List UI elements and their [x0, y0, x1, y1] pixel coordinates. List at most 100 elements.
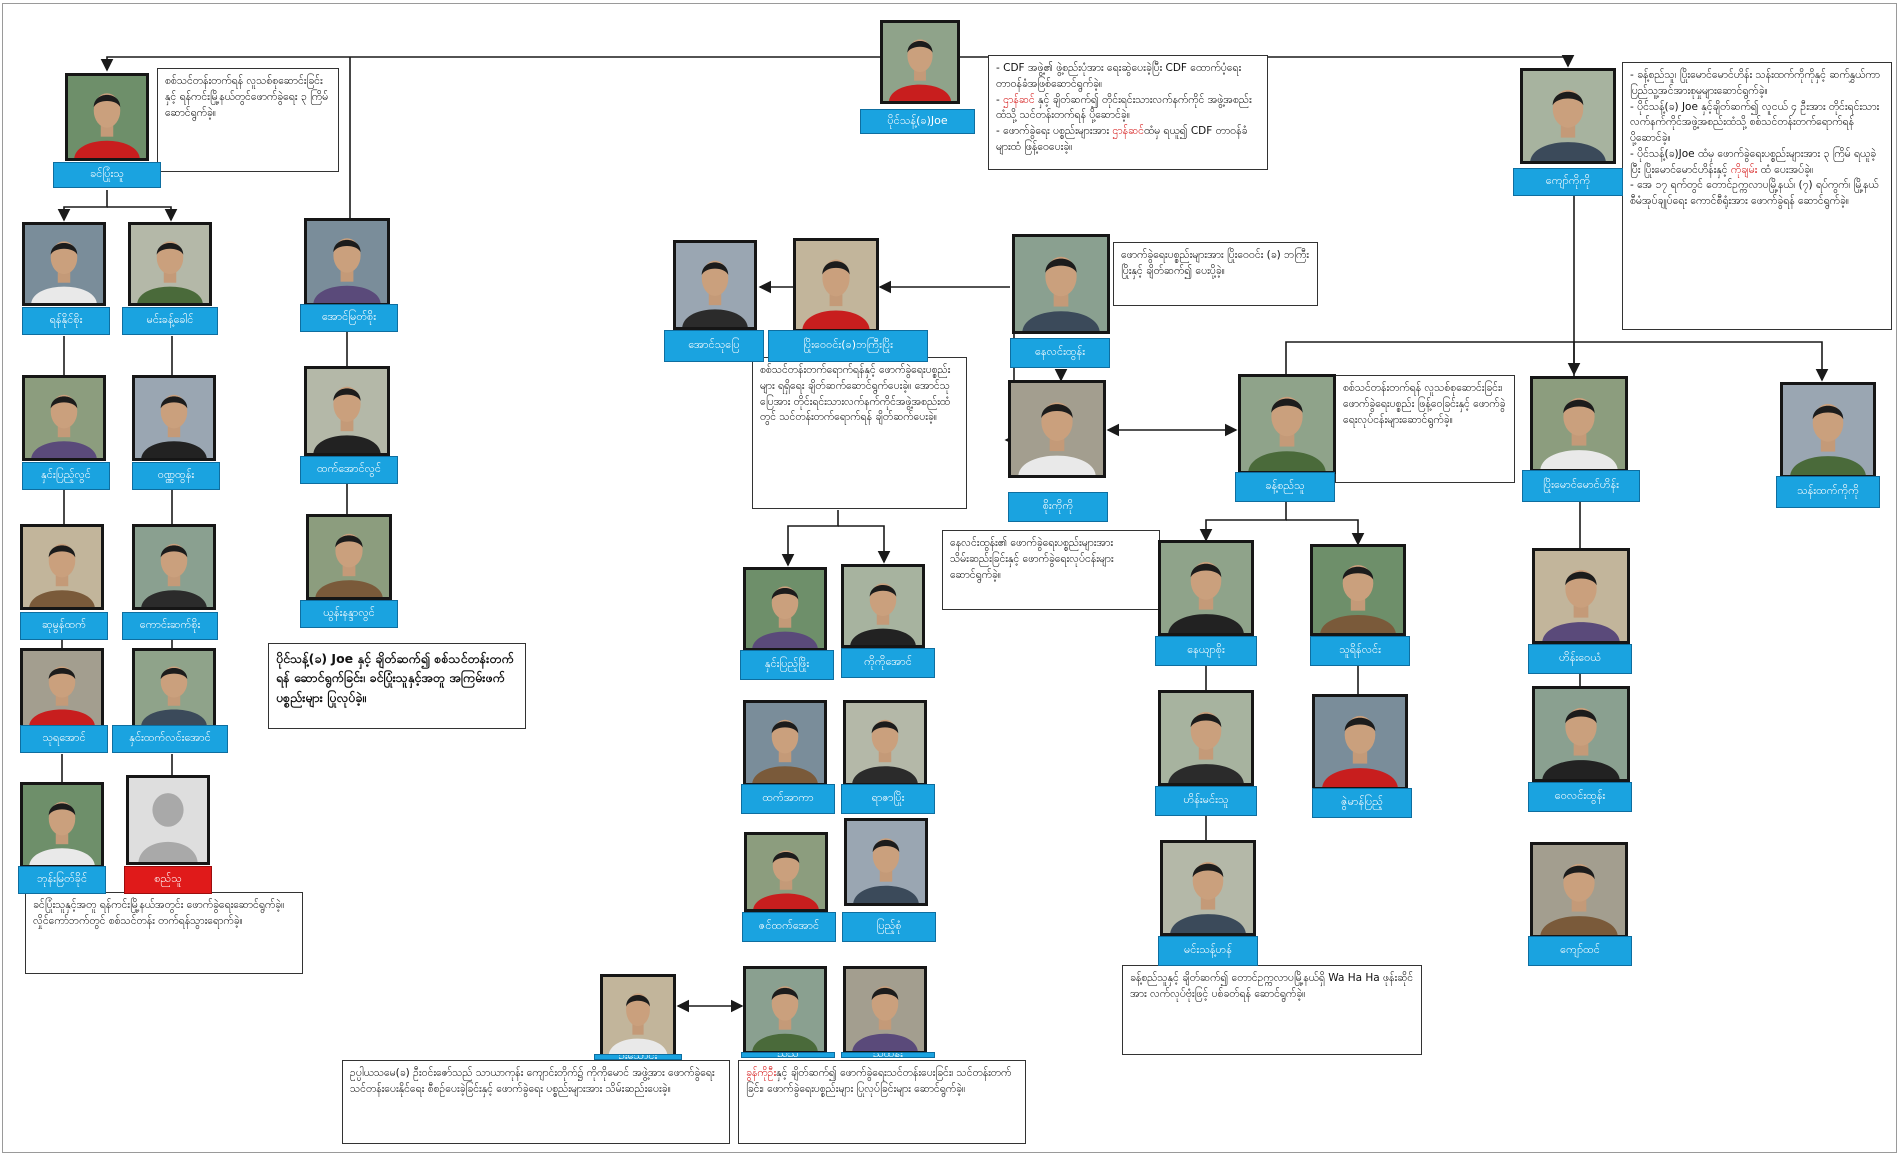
person-name-label: ကိုကိုအောင် — [841, 648, 935, 678]
person-photo — [22, 375, 106, 461]
note-text: စစ်သင်တန်းတက်ရန် လူသစ်စုဆောင်းခြင်း၊ ဖော… — [1343, 382, 1506, 426]
person-photo — [844, 818, 928, 906]
person-name-label: နှင်းထက်လင်းအောင် — [112, 725, 228, 753]
person-name-label: ပြည့်စုံ — [842, 912, 936, 942]
note-text: - CDF အဖွဲ့၏ ဖွဲ့စည်းပုံအား ရေးဆွဲပေးခဲ့… — [996, 62, 1242, 90]
note-text: ထံ ပေးအပ်ခဲ့။ — [1757, 163, 1814, 176]
person-photo — [1238, 374, 1336, 474]
person-photo — [743, 700, 827, 786]
person-photo — [1530, 842, 1628, 938]
note-naylinhtun: နေလင်းထွန်း၏ ဖောက်ခွဲရေးပစ္စည်းများအား သ… — [942, 530, 1160, 610]
person-name-label: နေလင်းထွန်း — [1010, 338, 1110, 368]
person-name-label: နေယျာစိုး — [1155, 636, 1257, 666]
note-khin-group: ခင်ပြုံးသူနှင့်အတူ ရန်ကင်းမြို့နယ်အတွင်း… — [25, 892, 303, 974]
person-photo — [841, 564, 925, 648]
person-photo — [843, 700, 927, 786]
person-name-label: ဦးသောင်း — [594, 1054, 682, 1060]
person-name-label: ကောင်းဆက်စိုး — [122, 612, 218, 640]
connector-line — [781, 510, 839, 567]
person-photo — [20, 524, 104, 610]
person-name-label: ဟိန်းဝေယံ — [1528, 644, 1632, 674]
person-photo — [1532, 548, 1630, 644]
person-photo — [600, 974, 676, 1058]
person-name-label: မင်းသန့်ဟန် — [1158, 936, 1258, 966]
person-name-label: ပိုင်သန့်(ခ)Joe — [860, 109, 975, 134]
person-name-label: ပြိုးဝေဝင်း(ခ)ဘကြီးပြိုး — [768, 330, 928, 362]
connector-line — [838, 525, 891, 564]
connector-line — [1286, 519, 1365, 546]
note-text: နှင့် ချိတ်ဆက်၍ ဖောက်ခွဲရေးသင်တန်းပေးခြင… — [746, 1067, 1012, 1095]
note-highlight: ဌာန်ဆင် — [1003, 93, 1035, 106]
person-name-label: ပြိုးမောင်မောင်ဟိန်း — [1522, 470, 1640, 502]
note-kyawkoko: - ခန့်စည်သူ၊ ပြိုးမောင်မောင်ဟိန်း သန်းထက… — [1622, 62, 1892, 330]
connector-line — [1199, 502, 1287, 542]
person-photo — [1532, 686, 1630, 782]
person-name-label: ဝေလင်းထွန်း — [1528, 782, 1632, 812]
note-bottom-right: ခန့်စည်သူနှင့် ချိတ်ဆက်၍ တောင်ဥက္ကလာပမြိ… — [1122, 965, 1422, 1055]
note-text: ခန့်စည်သူနှင့် ချိတ်ဆက်၍ တောင်ဥက္ကလာပမြိ… — [1130, 972, 1414, 1000]
person-name-label: ကျော်ထင် — [1528, 936, 1632, 966]
note-text: - — [996, 93, 1004, 106]
note-khinpyaemyatsu: စစ်သင်တန်းတက်ရန် လူသစ်စုဆောင်းခြင်းနှင့်… — [157, 68, 339, 172]
connector-line — [57, 190, 108, 222]
note-text: စစ်သင်တန်းတက်ရောက်ရန်နှင့် ဖောက်ခွဲရေးပစ… — [760, 364, 951, 424]
person-name-label: ရန်နိုင်စိုး — [22, 307, 110, 335]
person-name-label: ညီညီ — [741, 1052, 835, 1058]
note-text: - ပိုင်သန့်(ခ) Joe နှင့်ချိတ်ဆက်၍ လူငယ် … — [1630, 100, 1880, 145]
person-name-label: ဝဏ္ဏထွန်း — [132, 462, 220, 490]
person-name-label: ယွန်းနန္ဒာလွင် — [300, 600, 398, 628]
person-photo — [1312, 694, 1408, 790]
note-joe-link: ပိုင်သန့်(ခ) Joe နှင့် ချိတ်ဆက်၍ စစ်သင်တ… — [268, 643, 526, 729]
person-name-label: ခင်ပြုံးသူ — [53, 162, 161, 188]
person-photo — [1530, 376, 1628, 472]
person-name-label: ကျော်ကိုကို — [1513, 168, 1623, 196]
person-name-label: မင်းခန့်ခေါင် — [122, 307, 218, 335]
note-text: - ခန့်စည်သူ၊ ပြိုးမောင်မောင်ဟိန်း သန်းထက… — [1630, 69, 1880, 97]
person-photo — [743, 966, 827, 1054]
connector-line — [1285, 341, 1829, 382]
note-center: စစ်သင်တန်းတက်ရောက်ရန်နှင့် ဖောက်ခွဲရေးပစ… — [752, 357, 967, 509]
person-name-label: ဟိန်းမင်းသူ — [1155, 786, 1257, 816]
note-text: - ပိုင်သန့်(ခ)Joe ထံမှ ဖောက်ခွဲရေးပစ္စည်… — [1630, 147, 1877, 176]
person-name-label: စည်သူ — [124, 866, 212, 894]
person-name-label: ညီထွန်း — [841, 1052, 935, 1058]
note-text: - အေ ၁၇ ရက်တွင် တောင်ဥက္ကလာပမြို့နယ်၊ (၇… — [1630, 179, 1879, 207]
person-photo — [306, 514, 392, 600]
person-photo — [880, 20, 960, 104]
person-photo — [793, 238, 879, 332]
person-name-label: ဆုမွန်ထက် — [20, 612, 108, 640]
person-name-label: နှင်းပြည့်ဖြိုး — [740, 650, 834, 680]
note-bottom-left: ဥပ္ပါယသမေ(ခ) ဦးဝင်းဇော်သည် သာယာကုန်း ကျေ… — [342, 1060, 730, 1144]
note-pyaephyowai: ဖောက်ခွဲရေးပစ္စည်းများအား ပြိုးဝေဝင်း (ခ… — [1113, 242, 1318, 306]
note-joe: - CDF အဖွဲ့၏ ဖွဲ့စည်းပုံအား ရေးဆွဲပေးခဲ့… — [988, 55, 1268, 170]
note-khantsithu: စစ်သင်တန်းတက်ရန် လူသစ်စုဆောင်းခြင်း၊ ဖော… — [1335, 375, 1515, 483]
person-photo — [1310, 544, 1406, 636]
person-name-label: နှင်းပြည့်လွင် — [22, 462, 110, 490]
person-photo — [1012, 234, 1110, 334]
note-kyawkoko-line-1: - ခန့်စည်သူ၊ ပြိုးမောင်မောင်ဟိန်း သန်းထက… — [1630, 68, 1884, 100]
person-photo — [132, 524, 216, 610]
note-text: ထံမှ ရယူ၍ CDF တာဝန်ခံများထံ ဖြန့်ဝေပေးခဲ… — [996, 125, 1248, 153]
diagram-border — [2, 3, 1897, 1153]
note-highlight: ဌာန်ဆင် — [1112, 125, 1144, 137]
person-photo — [1158, 690, 1254, 786]
note-text: နေလင်းထွန်း၏ ဖောက်ခွဲရေးပစ္စည်းများအား သ… — [950, 537, 1114, 581]
connector-line — [100, 56, 880, 72]
person-photo — [673, 240, 757, 330]
person-name-label: သုရအောင် — [20, 725, 108, 753]
person-name-label: အောင်မြတ်စိုး — [300, 304, 398, 332]
person-photo — [132, 648, 216, 728]
person-name-label: အောင်သုပြေ — [664, 330, 764, 362]
person-photo — [1008, 380, 1106, 478]
note-kyawkoko-line-3: - ပိုင်သန့်(ခ)Joe ထံမှ ဖောက်ခွဲရေးပစ္စည်… — [1630, 147, 1884, 179]
person-name-label: စိုးကိုကို — [1008, 492, 1108, 522]
note-text: နှင့် ချိတ်ဆက်၍ တိုင်းရင်းသားလက်နက်ကိုင်… — [996, 93, 1252, 122]
person-photo — [1158, 540, 1254, 636]
note-joe-line-2: - ဌာန်ဆင် နှင့် ချိတ်ဆက်၍ တိုင်းရင်းသားလ… — [996, 93, 1260, 125]
person-name-label: ဇင်ထက်အောင် — [742, 912, 836, 942]
note-kyawkoko-line-4: - အေ ၁၇ ရက်တွင် တောင်ဥက္ကလာပမြို့နယ်၊ (၇… — [1630, 178, 1884, 210]
note-text: ပိုင်သန့်(ခ) Joe နှင့် ချိတ်ဆက်၍ စစ်သင်တ… — [276, 651, 514, 705]
note-text: - ဖောက်ခွဲရေး ပစ္စည်းများအား — [996, 125, 1113, 137]
note-text: ဖောက်ခွဲရေးပစ္စည်းများအား ပြိုးဝေဝင်း (ခ… — [1121, 249, 1309, 277]
person-photo — [843, 966, 927, 1054]
